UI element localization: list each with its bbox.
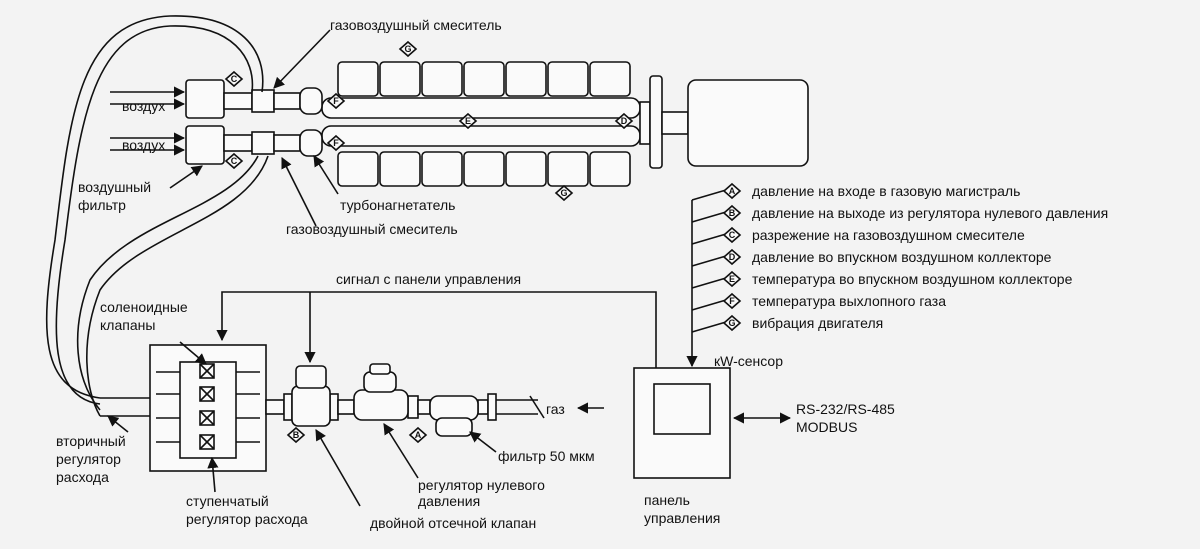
- legend-item-e: E температура во впускном воздушном колл…: [722, 270, 1073, 288]
- label-filter-50: фильтр 50 мкм: [498, 448, 595, 464]
- air-filter-bottom: [185, 125, 225, 165]
- legend-item-g: G вибрация двигателя: [722, 314, 883, 332]
- label-solenoid-1: соленоидные: [100, 299, 188, 315]
- label-solenoid-2: клапаны: [100, 317, 155, 333]
- zero-pressure-regulator: [353, 363, 409, 421]
- leader-lines: [107, 29, 497, 507]
- label-secondary-3: расхода: [56, 469, 109, 485]
- svg-text:B: B: [729, 208, 736, 218]
- label-zero-1: регулятор нулевого: [418, 477, 545, 493]
- mixer-and-turbo-bottom: [223, 129, 323, 157]
- svg-text:F: F: [333, 96, 339, 106]
- sensor-marker-a: A: [408, 426, 428, 444]
- solenoid-valves: [199, 363, 215, 450]
- sensor-legend: A давление на входе в газовую магистраль…: [722, 182, 1108, 332]
- label-mixer-top: газовоздушный смеситель: [330, 17, 502, 33]
- svg-text:F: F: [333, 138, 339, 148]
- legend-item-b: B давление на выходе из регулятора нулев…: [722, 204, 1108, 222]
- svg-text:C: C: [729, 230, 736, 240]
- label-step-1: ступенчатый: [186, 493, 269, 509]
- svg-text:A: A: [729, 186, 736, 196]
- sensor-bus: [686, 189, 727, 368]
- engine-upper-cylinder-bank: [337, 61, 631, 97]
- label-zero-2: давления: [418, 493, 480, 509]
- legend-item-d: D давление во впускном воздушном коллект…: [722, 248, 1052, 266]
- legend-item-a: A давление на входе в газовую магистраль: [722, 182, 1020, 200]
- svg-text:вибрация двигателя: вибрация двигателя: [752, 315, 883, 331]
- label-panel-2: управления: [644, 510, 720, 526]
- svg-text:давление на входе в газовую ма: давление на входе в газовую магистраль: [752, 183, 1020, 199]
- label-mixer-bottom: газовоздушный смеситель: [286, 221, 458, 237]
- svg-text:температура выхлопного газа: температура выхлопного газа: [752, 293, 946, 309]
- air-filter-top: [185, 79, 225, 119]
- svg-text:C: C: [231, 74, 238, 84]
- svg-text:разрежение на газовоздушном см: разрежение на газовоздушном смесителе: [752, 227, 1025, 243]
- label-air-filter-2: фильтр: [78, 197, 126, 213]
- legend-item-f: F температура выхлопного газа: [722, 292, 946, 310]
- sensor-marker-e: E: [458, 112, 478, 130]
- double-shutoff-valve: [291, 365, 331, 427]
- svg-text:B: B: [293, 430, 300, 440]
- gas-pipeline: [265, 393, 604, 421]
- svg-text:D: D: [621, 116, 628, 126]
- sensor-marker-b: B: [286, 426, 306, 444]
- svg-text:давление на выходе из регулято: давление на выходе из регулятора нулевог…: [752, 205, 1108, 221]
- label-panel-1: панель: [644, 492, 690, 508]
- label-turbocharger: турбонагнетатель: [340, 197, 455, 213]
- engine-lower-cylinder-bank: [337, 151, 631, 187]
- label-comm-2: MODBUS: [796, 419, 857, 435]
- component-labels: газовоздушный смеситель воздух воздух во…: [56, 17, 895, 531]
- air-inlet-arrows: [110, 86, 186, 156]
- label-secondary-2: регулятор: [56, 451, 121, 467]
- svg-text:E: E: [465, 116, 471, 126]
- svg-text:температура во впускном воздуш: температура во впускном воздушном коллек…: [752, 271, 1073, 287]
- svg-text:E: E: [729, 274, 735, 284]
- svg-text:A: A: [415, 430, 422, 440]
- label-air-1: воздух: [122, 98, 165, 114]
- control-signal-lines: [216, 291, 657, 368]
- sensor-marker-f-bottom: F: [326, 134, 346, 152]
- svg-text:G: G: [404, 44, 411, 54]
- label-secondary-1: вторичный: [56, 433, 126, 449]
- label-kw-sensor: кW-сенсор: [714, 353, 783, 369]
- label-control-signal: сигнал с панели управления: [336, 271, 521, 287]
- sensor-marker-c-top: C: [224, 70, 244, 88]
- sensor-marker-f-top: F: [326, 92, 346, 110]
- svg-text:C: C: [231, 156, 238, 166]
- sensor-marker-d: D: [614, 112, 634, 130]
- sensor-marker-g-bottom: G: [554, 184, 574, 202]
- sensor-marker-g-top: G: [398, 40, 418, 58]
- svg-text:G: G: [728, 318, 735, 328]
- label-air-2: воздух: [122, 137, 165, 153]
- label-double-valve: двойной отсечной клапан: [370, 515, 536, 531]
- gas-supply-hoses: [45, 15, 269, 417]
- control-panel: [633, 367, 731, 479]
- svg-text:G: G: [560, 188, 567, 198]
- svg-text:давление во впускном воздушном: давление во впускном воздушном коллектор…: [752, 249, 1052, 265]
- legend-item-c: C разрежение на газовоздушном смесителе: [722, 226, 1025, 244]
- label-step-2: регулятор расхода: [186, 511, 308, 527]
- sensor-marker-c-bottom: C: [224, 152, 244, 170]
- mixer-and-turbo-top: [223, 87, 323, 115]
- label-air-filter-1: воздушный: [78, 179, 151, 195]
- intake-manifold: [321, 97, 641, 147]
- secondary-regulator-outlet: [100, 397, 150, 417]
- gas-filter-50um: [429, 395, 479, 437]
- flywheel-and-generator: [639, 75, 809, 169]
- svg-text:F: F: [729, 296, 735, 306]
- label-comm-1: RS-232/RS-485: [796, 401, 895, 417]
- label-gas: газ: [546, 401, 565, 417]
- svg-text:D: D: [729, 252, 736, 262]
